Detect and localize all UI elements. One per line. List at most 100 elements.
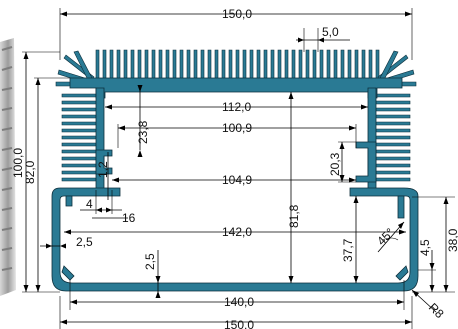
dim-corner-radius: R8 [426,300,447,321]
dim-bottom-width: 150,0 [224,318,254,329]
dim-right-outer-height: 38,0 [446,228,458,252]
top-fin [95,49,100,80]
left-side-fin [61,107,97,112]
right-side-fin [375,121,411,126]
right-rail [355,141,377,183]
right-side-fin [375,128,411,133]
right-foot [395,265,409,281]
top-fin [249,49,254,80]
dim-lower-cavity-height: 37,7 [341,238,355,262]
top-fin [361,49,366,80]
top-fin [165,49,170,80]
left-clip [65,195,73,207]
dim-upper-inner-width: 112,0 [222,100,251,114]
left-side-fin [61,100,97,105]
top-fin [319,49,324,80]
dim-rail-width: 16 [122,211,136,225]
top-fin [263,49,268,80]
dim-fin-pitch: 5,0 [322,25,339,39]
dimension-labels: 150,0 5,0 112,0 100,9 104,9 142,0 140,0 … [11,7,458,329]
left-side-fin [61,149,97,154]
top-fin [291,49,296,80]
top-fin [340,49,345,80]
top-fin [235,49,240,80]
dim-lower-inner-width: 142,0 [222,225,252,239]
top-fin [151,49,156,80]
top-fin [326,49,331,80]
dim-bottom-inner-width: 140,0 [224,295,254,309]
product-photo-strip [0,38,16,296]
right-side-fin [375,114,411,119]
top-fin [284,49,289,80]
top-fin [214,49,219,80]
dim-small-height: 4,5 [418,239,432,256]
left-side-fin [61,142,97,147]
left-side-fin [61,121,97,126]
dim-left-wall: 2,5 [76,235,93,249]
left-side-fin [61,93,97,98]
left-side-fin [61,170,97,175]
right-side-fin [375,156,411,161]
top-fin [333,49,338,80]
lower-housing [51,187,419,292]
right-side-fin [375,93,411,98]
top-fin [312,49,317,80]
dim-right-slot-height: 20,3 [328,152,342,176]
top-fin [109,49,114,80]
top-fin [116,49,121,80]
right-side-fin [375,163,411,168]
top-fin [242,49,247,80]
top-fin [130,49,135,80]
left-side-fin [61,114,97,119]
dim-mid-inner-width: 104,9 [222,173,252,187]
right-side-fin [375,170,411,175]
dim-center-height: 81,8 [287,204,301,228]
left-side-fin [61,156,97,161]
top-fin [193,49,198,80]
dim-body-height: 82,0 [23,160,37,184]
left-side-fin [61,128,97,133]
top-fin [179,49,184,80]
top-fin [228,49,233,80]
right-side-fin [375,135,411,140]
dimension-lines [23,11,449,325]
dim-total-height: 100,0 [11,148,25,178]
right-clip [397,195,405,219]
top-fin [207,49,212,80]
dim-upper-cavity-height: 23,8 [136,120,150,144]
extension-lines [22,8,455,329]
top-fin [158,49,163,80]
top-fin [375,49,380,80]
heatsink-fins [55,49,417,182]
top-fin [123,49,128,80]
top-fin [298,49,303,80]
top-base-plate [69,77,403,99]
left-side-fin [61,135,97,140]
left-side-fin [61,177,97,182]
top-fin [256,49,261,80]
dim-rail-thickness: 1,2 [96,161,110,178]
left-side-fin [61,163,97,168]
dim-chamfer-angle: 45° [374,225,397,248]
right-side-fin [375,149,411,154]
right-side-fin [375,177,411,182]
right-side-fin [375,107,411,112]
dim-bottom-wall: 2,5 [143,253,157,270]
left-foot [61,265,75,281]
top-fin [186,49,191,80]
right-side-fin [375,100,411,105]
top-fin [368,49,373,80]
top-fin [347,49,352,80]
top-fin [200,49,205,80]
top-fin [221,49,226,80]
top-fin [354,49,359,80]
top-fin [102,49,107,80]
right-side-fin [375,142,411,147]
top-fin [270,49,275,80]
dim-top-width: 150,0 [222,7,252,21]
dim-upper-slot-width: 100,9 [222,121,252,135]
top-fin [277,49,282,80]
top-fin [144,49,149,80]
dim-rail-small: 4 [86,197,93,211]
